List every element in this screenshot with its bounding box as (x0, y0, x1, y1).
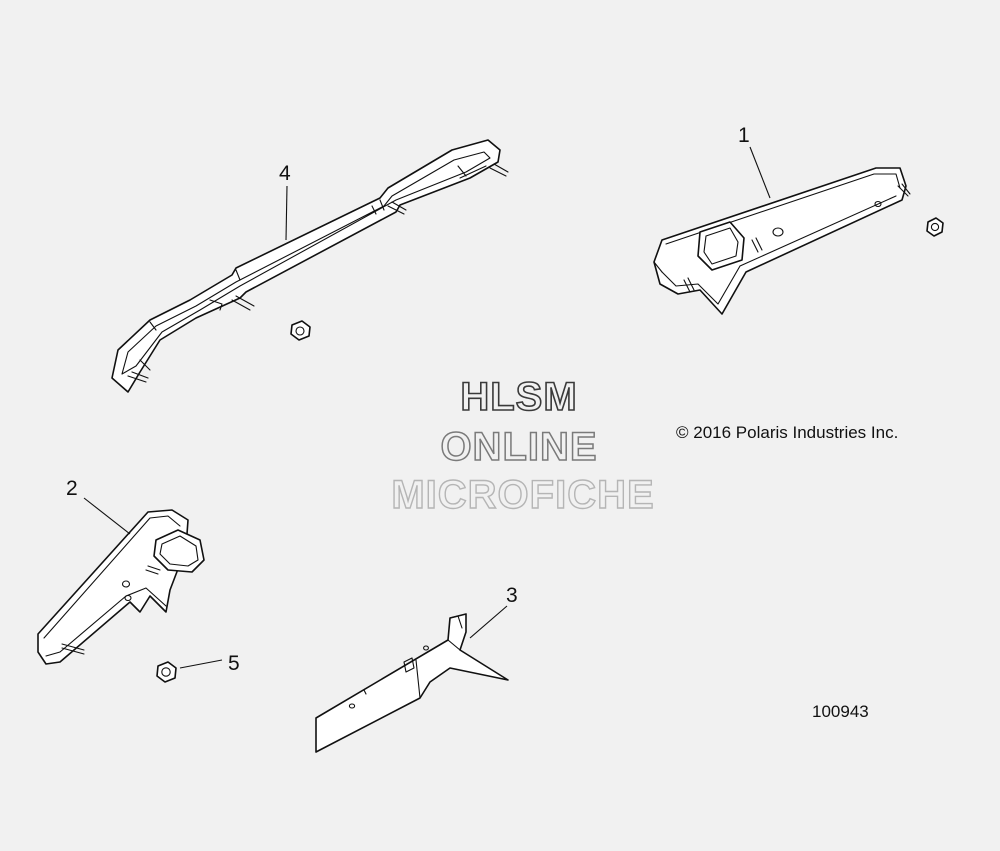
callout-2: 2 (66, 477, 78, 500)
callout-3: 3 (506, 584, 518, 607)
part-5-hex-nut[interactable] (156, 661, 177, 683)
leader-2 (83, 497, 131, 535)
part-2-tail-light-left[interactable] (37, 509, 205, 665)
part-3-mounting-bracket[interactable] (315, 613, 509, 753)
watermark-line-3: MICROFICHE (391, 473, 654, 517)
figure-number: 100943 (812, 702, 869, 721)
leader-5 (179, 659, 223, 669)
callout-4: 4 (279, 162, 291, 185)
leader-1 (749, 146, 771, 199)
callout-5: 5 (228, 652, 240, 675)
leader-3 (469, 605, 508, 639)
hex-nut-icon[interactable] (290, 320, 311, 341)
hex-nut-icon[interactable] (926, 217, 944, 237)
watermark-line-2: ONLINE (440, 425, 597, 469)
leader-4 (285, 185, 288, 241)
watermark-line-1: HLSM (460, 375, 577, 419)
part-4-light-bar[interactable] (111, 139, 509, 393)
part-1-tail-light-right[interactable] (653, 167, 911, 315)
callout-1: 1 (738, 124, 750, 147)
copyright-text: © 2016 Polaris Industries Inc. (676, 423, 898, 442)
